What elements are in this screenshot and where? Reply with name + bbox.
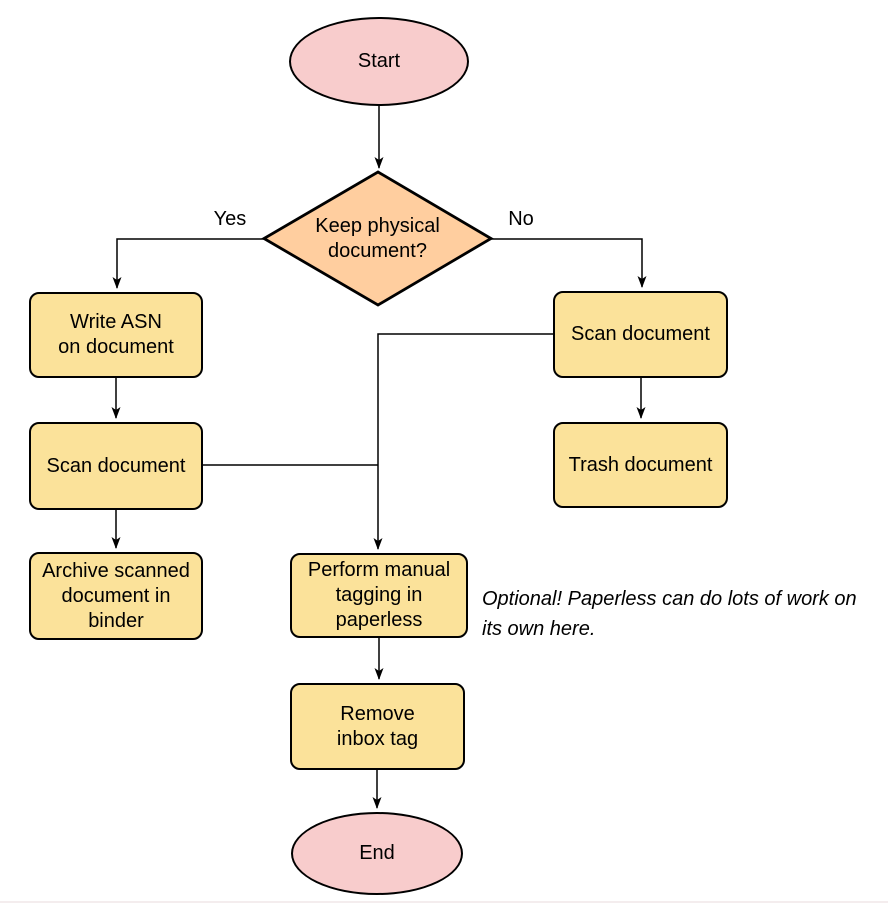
edge-label-no: No bbox=[508, 208, 534, 230]
process-scan-document-right: Scan document bbox=[553, 291, 728, 378]
process-perform-manual-tagging: Perform manual tagging in paperless bbox=[290, 553, 468, 638]
end-node: End bbox=[291, 812, 463, 895]
edge-label-yes: Yes bbox=[213, 208, 247, 230]
edge-scan-right-to-perform-tagging bbox=[373, 333, 553, 550]
process-remove-inbox-tag: Remove inbox tag bbox=[290, 683, 465, 770]
process-write-asn: Write ASN on document bbox=[29, 292, 203, 378]
edge-decision-no-to-scan-right bbox=[491, 238, 647, 288]
decision-diamond-shape bbox=[261, 170, 494, 307]
edge-decision-yes-to-write-asn bbox=[112, 238, 264, 289]
process-trash-document: Trash document bbox=[553, 422, 728, 508]
bottom-hairline bbox=[0, 901, 888, 903]
process-scan-document-left: Scan document bbox=[29, 422, 203, 510]
optional-note: Optional! Paperless can do lots of work … bbox=[482, 588, 857, 640]
decision-keep-physical-label: Keep physical document? bbox=[315, 214, 440, 262]
process-archive-scanned: Archive scanned document in binder bbox=[29, 552, 203, 640]
start-node: Start bbox=[289, 17, 469, 106]
